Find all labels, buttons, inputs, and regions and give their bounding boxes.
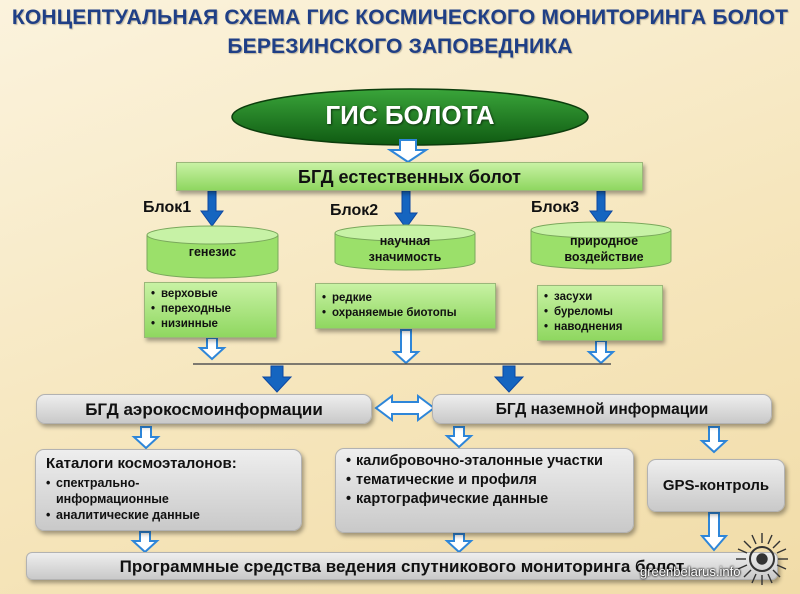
bgd-ground-box: БГД наземной информации — [432, 394, 772, 424]
arrow-list2 — [391, 329, 421, 365]
bgd-natural-box: БГД естественных болот — [176, 162, 643, 191]
arrow-to-aero — [261, 365, 293, 393]
arrow-to-gps — [699, 426, 729, 454]
block1-label: Блок1 — [143, 199, 192, 216]
watermark: greenbelarus.info — [634, 524, 800, 594]
arrow-gps-to-software — [699, 512, 729, 552]
list-item: переходные — [151, 302, 270, 317]
cylinder-genesis-label: генезис — [188, 245, 237, 259]
arrow-to-calib — [444, 426, 474, 449]
block1-list: верховые переходные низинные — [144, 282, 277, 338]
cylinder-significance-label: научная значимость — [368, 234, 442, 264]
double-arrow — [374, 394, 436, 422]
sun-logo-icon — [736, 533, 788, 585]
gps-box: GPS-контроль — [647, 459, 785, 512]
list-item: аналитические данные — [46, 507, 291, 523]
software-bar: Программные средства ведения спутниковог… — [26, 552, 778, 580]
cylinder-significance: научная значимость — [334, 224, 476, 272]
list-item: низинные — [151, 317, 270, 332]
arrow-list3 — [586, 340, 616, 365]
list-item: спектрально-информационные — [46, 475, 206, 507]
list-item: калибровочно-эталонные участки — [346, 452, 623, 471]
arrow-catalog-to-software — [130, 531, 160, 554]
list-item: буреломы — [544, 305, 656, 320]
block2-list: редкие охраняемые биотопы — [315, 283, 496, 329]
arrow-calib-to-software — [444, 533, 474, 554]
block3-label: Блок3 — [531, 199, 580, 216]
block2-label: Блок2 — [330, 202, 379, 219]
list-item: верховые — [151, 287, 270, 302]
cylinder-genesis: генезис — [146, 225, 279, 279]
list-item: засухи — [544, 290, 656, 305]
catalog-heading: Каталоги космоэталонов: — [46, 455, 237, 472]
arrow-block2 — [394, 190, 418, 229]
diagram-title-line1: КОНЦЕПТУАЛЬНАЯ СХЕМА ГИС КОСМИЧЕСКОГО МО… — [11, 6, 789, 29]
arrow-to-catalog — [131, 426, 161, 450]
bgd-aero-box: БГД аэрокосмоинформации — [36, 394, 372, 424]
arrow-block3 — [589, 190, 613, 227]
arrow-to-ground — [493, 365, 525, 393]
block3-list: засухи буреломы наводнения — [537, 285, 663, 341]
list-item: тематические и профиля — [346, 471, 623, 490]
cylinder-impact: природное воздействие — [530, 221, 672, 271]
cylinder-impact-label: природное воздействие — [564, 234, 644, 264]
diagram-title-line2: БЕРЕЗИНСКОГО ЗАПОВЕДНИКА — [227, 35, 573, 58]
calibration-box: калибровочно-эталонные участки тематичес… — [335, 448, 634, 533]
arrow-block1 — [200, 190, 224, 227]
list-item: редкие — [322, 291, 489, 306]
gis-label: ГИС БОЛОТА — [325, 100, 495, 130]
list-item: охраняемые биотопы — [322, 306, 489, 321]
list-item: картографические данные — [346, 490, 623, 509]
catalog-box: Каталоги космоэталонов: спектрально-инфо… — [35, 449, 302, 531]
arrow-gis-down — [386, 139, 430, 164]
list-item: наводнения — [544, 320, 656, 335]
watermark-text: greenbelarus.info — [640, 564, 741, 579]
arrow-list1 — [197, 337, 227, 361]
